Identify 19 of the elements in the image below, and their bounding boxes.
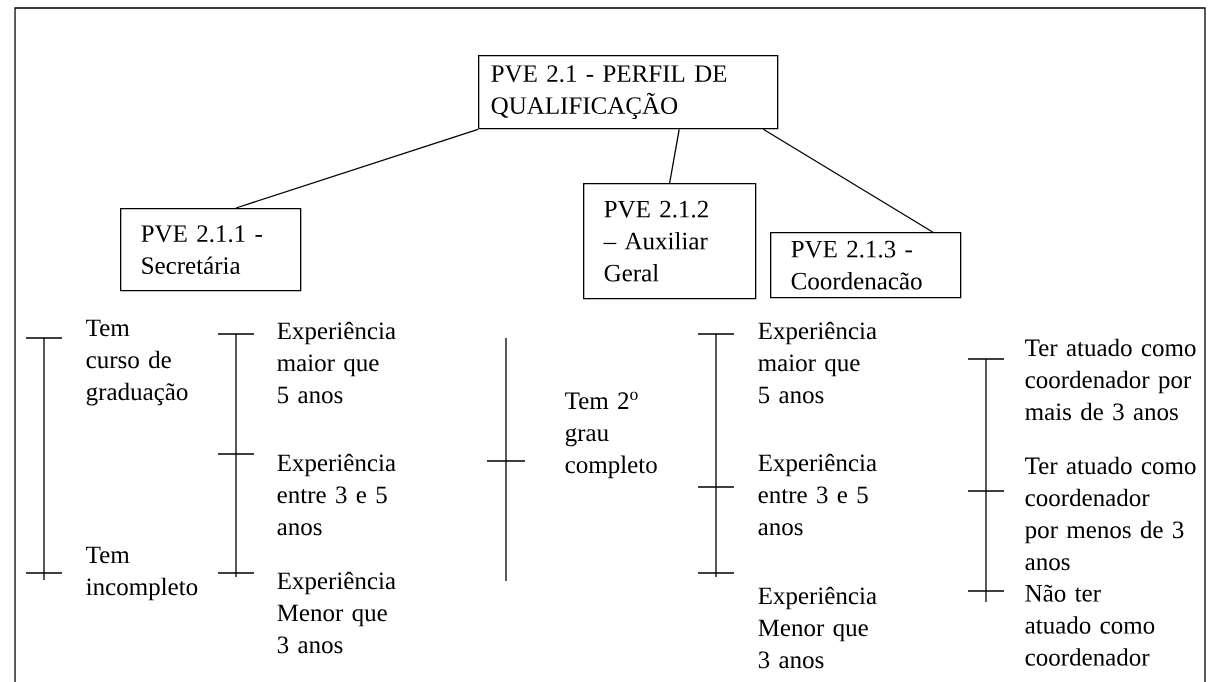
title-box: PVE 2.1.3 - Coordenacão xyxy=(770,232,962,299)
title-box: PVE 2.1.1 - Secretária xyxy=(120,208,302,292)
connector-line xyxy=(235,128,479,209)
scale-label: Experiência entre 3 e 5 anos xyxy=(758,453,877,536)
connector-line xyxy=(762,128,934,233)
scale-label: Ter atuado como coordenador por mais de 3 anos xyxy=(1025,338,1196,421)
scale-label: Tem 2$^{o}$ grau completo xyxy=(565,391,657,479)
scale-label: Experiência maior que 5 anos xyxy=(758,321,877,404)
scale-label: Experiência Menor que 3 anos xyxy=(758,586,877,669)
scale-label: Experiência maior que 5 anos xyxy=(277,321,396,404)
scale-label: Experiência entre 3 e 5 anos xyxy=(277,453,396,536)
scale-label: Tem incompleto xyxy=(86,546,198,601)
title-box: PVE 2.1.2 – Auxiliar Geral xyxy=(583,183,757,300)
scale-label: Experiência Menor que 3 anos xyxy=(277,571,396,654)
title-box: PVE 2.1 - PERFIL DE QUALIFICAÇÃO xyxy=(478,55,779,130)
connector-line xyxy=(669,128,680,184)
scale-label: Tem curso de graduação xyxy=(86,319,188,406)
scale-label: Ter atuado como coordenador por menos de 3 anos xyxy=(1025,456,1196,571)
scale-label: Não ter atuado como coordenador xyxy=(1025,584,1155,666)
